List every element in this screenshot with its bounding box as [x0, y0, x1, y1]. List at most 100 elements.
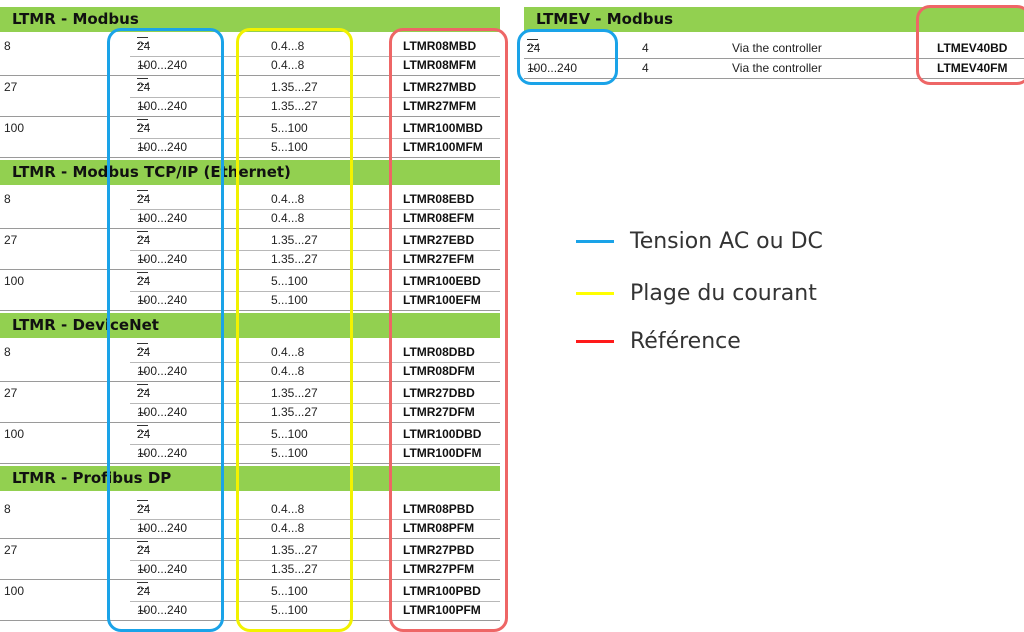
frame-reference: [389, 28, 508, 632]
motor-power: 27: [4, 233, 18, 247]
row-divider: [0, 463, 500, 464]
io-count: 4: [642, 61, 649, 75]
ac-tilde-icon: ∼: [137, 293, 148, 308]
supply-note: Via the controller: [732, 41, 822, 55]
reference: LTMR27MBD: [403, 80, 477, 94]
motor-power: 8: [4, 39, 11, 53]
reference: LTMR100MBD: [403, 121, 483, 135]
legend-label: Plage du courant: [630, 281, 817, 306]
supply-voltage: 24: [137, 119, 150, 138]
current-range: 0.4...8: [271, 211, 305, 225]
supply-voltage: 24: [137, 582, 150, 601]
legend-swatch-yellow: [576, 292, 614, 295]
frame-current-range: [236, 28, 353, 632]
current-range: 1.35...27: [271, 543, 318, 557]
reference: LTMR27PBD: [403, 543, 475, 557]
motor-power: 27: [4, 543, 18, 557]
io-count: 4: [642, 41, 649, 55]
supply-voltage: ∼100...240: [137, 444, 187, 463]
reference: LTMR100DBD: [403, 427, 482, 441]
legend-label: Référence: [630, 329, 741, 354]
reference: LTMR100EFM: [403, 293, 481, 307]
current-range: 5...100: [271, 274, 308, 288]
ac-tilde-icon: ∼: [527, 61, 538, 76]
row-divider: [0, 269, 500, 270]
dc-symbol-icon: [137, 231, 148, 238]
ac-tilde-icon: ∼: [137, 405, 148, 420]
row-divider: [130, 209, 500, 210]
reference: LTMR27DFM: [403, 405, 475, 419]
reference: LTMR08MBD: [403, 39, 477, 53]
supply-voltage-value: 100...240: [137, 252, 188, 266]
dc-symbol-icon: [527, 39, 538, 46]
row-divider: [130, 519, 500, 520]
table-row: 24 4 Via the controller LTMEV40BD: [524, 39, 1024, 58]
supply-voltage: 24: [137, 37, 150, 56]
motor-power: 27: [4, 386, 18, 400]
dc-symbol-icon: [137, 37, 148, 44]
dc-symbol-icon: [137, 119, 148, 126]
frame-ltmev-voltage: [517, 29, 618, 85]
ac-tilde-icon: ∼: [137, 562, 148, 577]
row-divider: [0, 116, 500, 117]
supply-voltage: 24: [527, 39, 540, 58]
current-range: 1.35...27: [271, 252, 318, 266]
supply-voltage: ∼100...240: [137, 250, 187, 269]
current-range: 1.35...27: [271, 405, 318, 419]
supply-voltage-value: 100...240: [137, 405, 188, 419]
row-divider: [524, 78, 1024, 79]
supply-voltage: 24: [137, 425, 150, 444]
reference: LTMEV40FM: [937, 61, 1008, 75]
dc-symbol-icon: [137, 384, 148, 391]
reference: LTMR27DBD: [403, 386, 475, 400]
ac-tilde-icon: ∼: [137, 603, 148, 618]
reference: LTMR27PFM: [403, 562, 475, 576]
current-range: 0.4...8: [271, 364, 305, 378]
row-divider: [130, 56, 500, 57]
supply-voltage: ∼100...240: [137, 291, 187, 310]
row-divider: [130, 601, 500, 602]
motor-power: 8: [4, 502, 11, 516]
row-divider: [0, 75, 500, 76]
row-divider: [130, 444, 500, 445]
row-divider: [0, 157, 500, 158]
row-divider: [0, 620, 500, 621]
supply-voltage-value: 100...240: [137, 211, 188, 225]
ac-tilde-icon: ∼: [137, 364, 148, 379]
motor-power: 8: [4, 345, 11, 359]
reference: LTMR08DBD: [403, 345, 475, 359]
row-divider: [130, 138, 500, 139]
supply-voltage-value: 24: [137, 274, 151, 288]
current-range: 0.4...8: [271, 39, 305, 53]
supply-voltage-value: 100...240: [137, 603, 188, 617]
row-divider: [130, 291, 500, 292]
dc-symbol-icon: [137, 500, 148, 507]
reference: LTMR08DFM: [403, 364, 475, 378]
supply-voltage-value: 24: [137, 233, 151, 247]
reference: LTMEV40BD: [937, 41, 1008, 55]
supply-voltage: ∼100...240: [527, 59, 577, 78]
table-row: 8 24 0.4...8 LTMR08MBD: [0, 37, 500, 56]
section-header: LTMR - DeviceNet: [0, 313, 500, 338]
dc-symbol-icon: [137, 190, 148, 197]
supply-voltage-value: 100...240: [527, 61, 578, 75]
current-range: 1.35...27: [271, 386, 318, 400]
supply-voltage: ∼100...240: [137, 209, 187, 228]
supply-voltage-value: 100...240: [137, 293, 188, 307]
supply-voltage: ∼100...240: [137, 560, 187, 579]
frame-voltage: [107, 28, 224, 632]
reference: LTMR100PFM: [403, 603, 481, 617]
supply-voltage-value: 24: [137, 584, 151, 598]
dc-symbol-icon: [137, 272, 148, 279]
row-divider: [0, 310, 500, 311]
legend-swatch-blue: [576, 240, 614, 243]
supply-voltage-value: 24: [137, 502, 151, 516]
supply-voltage: ∼100...240: [137, 97, 187, 116]
